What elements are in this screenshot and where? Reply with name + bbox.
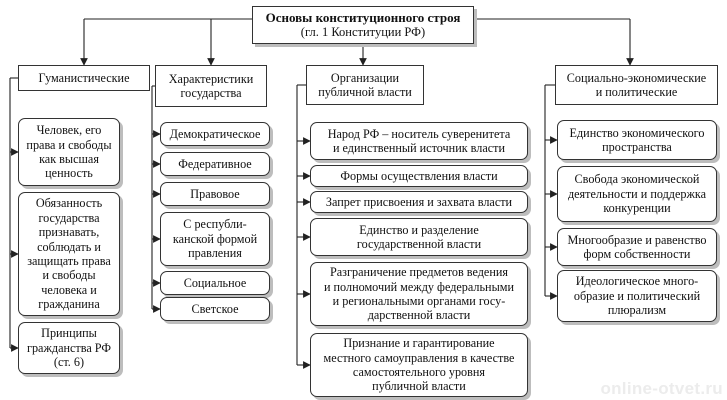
column-heading-socio: Социально-экономические и политические: [555, 65, 718, 105]
principle-box-power-3: Запрет присвоения и захвата власти: [310, 191, 528, 213]
principle-box-socio-4: Идеологическое много- образие и политиче…: [557, 270, 717, 322]
principle-box-power-6: Признание и гарантирование местного само…: [310, 333, 528, 397]
principle-box-socio-1: Единство экономического пространства: [557, 120, 717, 160]
diagram-title: Основы конституционного строя: [265, 9, 461, 25]
principle-box-state-2: Федеративное: [160, 152, 270, 176]
principle-box-state-4: С республи- канской формой правления: [160, 212, 270, 266]
principle-box-socio-2: Свобода экономической деятельности и под…: [557, 166, 717, 222]
column-heading-humanistic: Гуманистические: [18, 65, 150, 91]
diagram-subtitle: (гл. 1 Конституции РФ): [300, 25, 426, 40]
principle-box-state-6: Светское: [160, 297, 270, 321]
column-heading-state: Характеристики государства: [155, 65, 267, 107]
principle-box-power-4: Единство и разделение государственной вл…: [310, 218, 528, 256]
principle-box-state-3: Правовое: [160, 182, 270, 206]
principle-box-humanistic-2: Обязанность государства признавать, собл…: [18, 192, 120, 316]
principle-box-power-2: Формы осуществления власти: [310, 165, 528, 187]
principle-box-power-1: Народ РФ – носитель суверенитета и единс…: [310, 122, 528, 160]
column-heading-power: Организации публичной власти: [306, 65, 424, 105]
watermark: online-otvet.ru: [600, 379, 723, 398]
principle-box-humanistic-3: Принципы гражданства РФ (ст. 6): [18, 322, 120, 374]
principle-box-state-1: Демократическое: [160, 122, 270, 146]
root-concept-box: Основы конституционного строя (гл. 1 Кон…: [252, 6, 474, 44]
principle-box-humanistic-1: Человек, его права и свободы как высшая …: [18, 118, 120, 186]
principle-box-socio-3: Многообразие и равенство форм собственно…: [557, 228, 717, 266]
principle-box-power-5: Разграничение предметов ведения и полном…: [310, 262, 528, 326]
principle-box-state-5: Социальное: [160, 271, 270, 295]
